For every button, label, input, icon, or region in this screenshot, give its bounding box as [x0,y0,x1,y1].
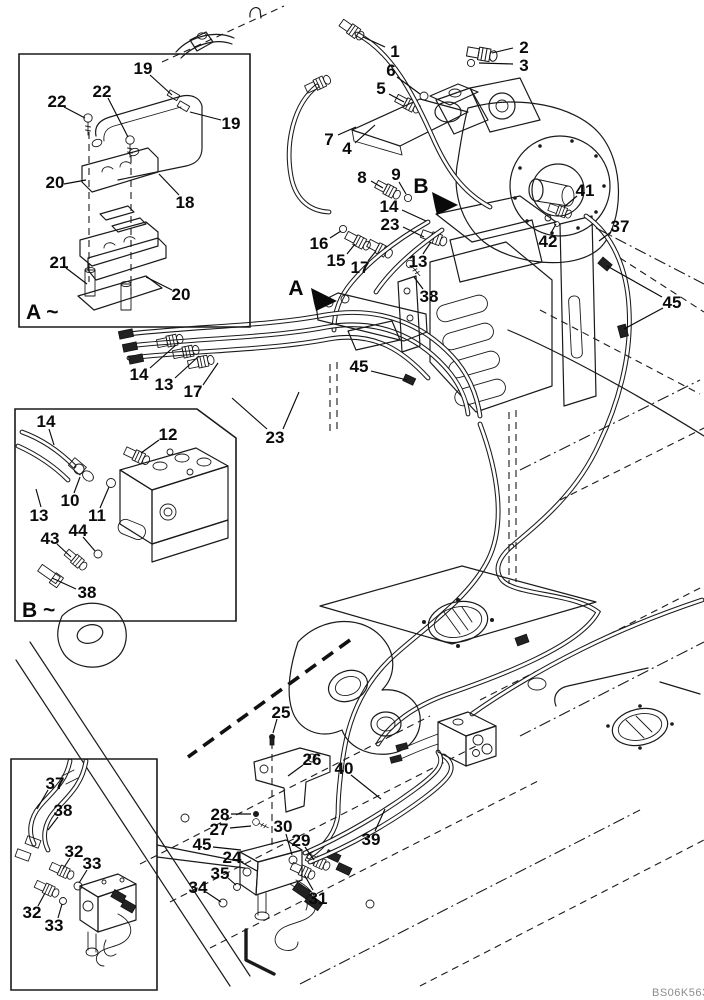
callout-20-29: 20 [46,173,65,192]
top-left-fragments [161,5,285,63]
callout-17-23: 17 [184,382,203,401]
callout-16-11: 16 [310,234,329,253]
callout-44-38: 44 [69,521,88,540]
callout-14-9: 14 [380,197,399,216]
callout-45-20: 45 [350,357,369,376]
callout-42-17: 42 [539,232,558,251]
boom-foot-lugs [57,602,421,755]
callout-11-37: 11 [88,506,106,525]
callout-31-59: 31 [309,889,328,908]
callout-41-16: 41 [576,181,595,200]
callout-22-26: 22 [48,92,67,111]
deck-plates [15,227,704,987]
callout-7-5: 7 [324,130,333,149]
detail-a-caption: A ~ [26,301,58,324]
callout-37-18: 37 [611,217,630,236]
callout-24-55: 24 [223,848,242,867]
callout-13-22: 13 [155,375,174,394]
view-arrow-b [432,192,458,215]
inset-a-artwork [77,89,203,311]
callout-38-15: 38 [420,287,439,306]
callout-17-13: 17 [351,258,370,277]
callout-37-41: 37 [46,774,65,793]
figure-reference-code: BS06K563 [652,987,704,999]
clamp-bracket-a [315,275,428,353]
callout-2-1: 2 [519,38,528,57]
callout-26-48: 26 [303,750,322,769]
callout-34-58: 34 [189,878,208,897]
callout-1-0: 1 [390,42,399,61]
callout-40-49: 40 [335,759,354,778]
callout-22-27: 22 [93,82,112,101]
solenoid-valve-assembly [218,597,704,951]
callout-38-40: 38 [78,583,97,602]
callout-33-46: 33 [45,916,64,935]
callout-9-8: 9 [391,165,400,184]
view-marker-layer: AB [288,175,458,311]
callout-12-34: 12 [159,425,178,444]
callout-43-39: 43 [41,529,60,548]
callout-19-25: 19 [134,59,153,78]
callout-4-6: 4 [342,139,352,158]
callout-30-52: 30 [274,817,293,836]
inset-frames: A ~ B ~ [10,53,251,991]
pilot-hose-runs [306,213,632,860]
callout-33-44: 33 [83,854,102,873]
detail-solenoid-frame [10,758,158,991]
callout-15-12: 15 [327,251,346,270]
callout-18-30: 18 [176,193,195,212]
callout-14-21: 14 [130,365,149,384]
callout-6-3: 6 [386,61,395,80]
detail-b-caption: B ~ [22,599,55,622]
inset-b-artwork [15,429,229,589]
callout-19-28: 19 [222,114,241,133]
callout-13-36: 13 [30,506,49,525]
callout-45-19: 45 [663,293,682,312]
callout-8-7: 8 [357,168,366,187]
callout-39-56: 39 [362,830,381,849]
callout-32-45: 32 [23,903,42,922]
inset-solenoid-artwork [14,758,246,967]
callout-13-14: 13 [409,252,428,271]
view-marker-a: A [288,277,303,300]
callout-21-31: 21 [50,253,69,272]
callout-23-24: 23 [266,428,285,447]
callout-32-43: 32 [65,842,84,861]
callout-35-57: 35 [211,864,230,883]
callout-10-35: 10 [61,491,80,510]
callout-27-51: 27 [210,820,229,839]
callout-23-10: 23 [381,215,400,234]
callout-14-33: 14 [37,412,56,431]
callout-3-2: 3 [519,56,528,75]
hoses-upper [286,17,493,333]
view-marker-b: B [413,175,428,198]
callout-29-53: 29 [292,831,311,850]
callout-5-4: 5 [376,79,385,98]
callout-25-47: 25 [272,703,291,722]
callout-45-54: 45 [193,835,212,854]
detail-a-frame [18,53,251,328]
hose-bundle-and-fittings [117,310,483,419]
callout-20-32: 20 [172,285,191,304]
detail-b-frame [14,408,237,622]
view-arrow-a [311,288,337,311]
callout-38-42: 38 [54,801,73,820]
callout-28-50: 28 [211,805,230,824]
